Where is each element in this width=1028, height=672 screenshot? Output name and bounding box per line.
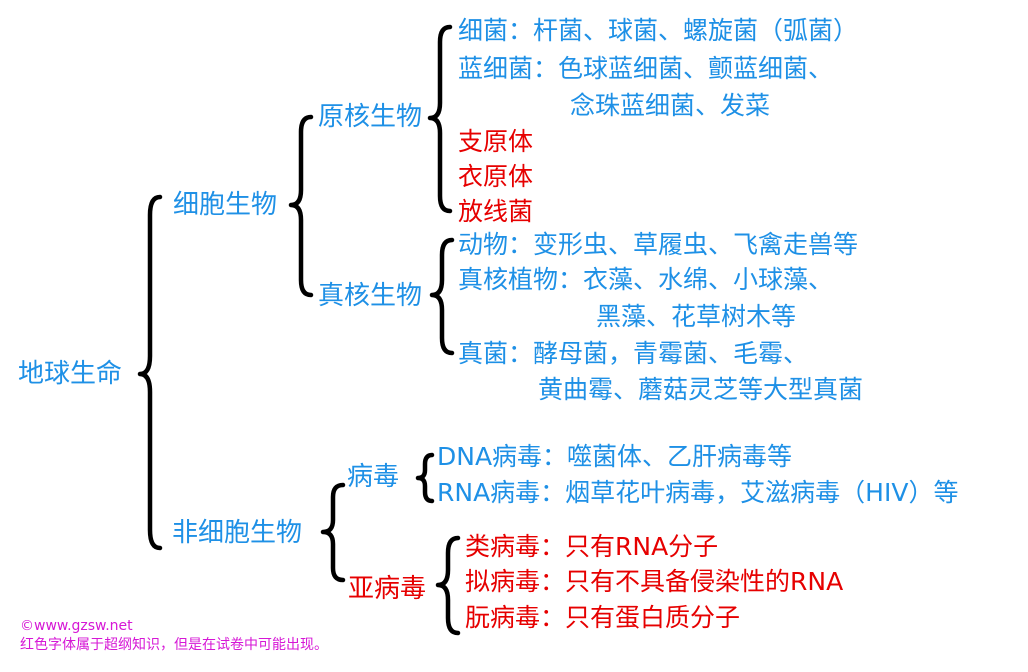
eukaryote-line: 黑藻、花草树木等 xyxy=(596,302,797,331)
virus-label: 病毒 xyxy=(347,462,400,492)
subvirus-line: 类病毒：只有RNA分子 xyxy=(465,532,719,561)
prokaryote-line: 蓝细菌：色球蓝细菌、颤蓝细菌、 xyxy=(458,54,834,83)
root-bracket xyxy=(137,194,163,551)
root-label: 地球生命 xyxy=(18,359,123,389)
subvirus-bracket xyxy=(435,535,461,636)
prokaryote-label: 原核生物 xyxy=(318,102,423,132)
prokaryote-line: 细菌：杆菌、球菌、螺旋菌（弧菌） xyxy=(458,16,859,45)
prokaryote-line: 念珠蓝细菌、发菜 xyxy=(570,91,771,120)
eukaryote-label: 真核生物 xyxy=(318,281,423,311)
prokaryote-bracket xyxy=(427,24,453,214)
subvirus-line: 朊病毒：只有蛋白质分子 xyxy=(465,603,741,632)
cellular-bracket xyxy=(288,114,314,298)
eukaryote-line: 黄曲霉、蘑菇灵芝等大型真菌 xyxy=(538,375,864,404)
eukaryote-line: 动物：变形虫、草履虫、飞禽走兽等 xyxy=(458,230,859,259)
noncellular-label: 非细胞生物 xyxy=(172,518,303,548)
eukaryote-bracket xyxy=(429,237,455,356)
virus-line: RNA病毒：烟草花叶病毒，艾滋病毒（HIV）等 xyxy=(437,478,959,507)
subvirus-line: 拟病毒：只有不具备侵染性的RNA xyxy=(465,567,844,596)
virus-line: DNA病毒：噬菌体、乙肝病毒等 xyxy=(437,442,793,471)
virus-bracket xyxy=(415,452,435,504)
cellular-label: 细胞生物 xyxy=(173,190,278,220)
footer-site: ©www.gzsw.net xyxy=(20,618,133,634)
eukaryote-line: 真菌：酵母菌，青霉菌、毛霉、 xyxy=(458,339,809,368)
prokaryote-red-item: 放线菌 xyxy=(458,197,534,226)
noncellular-bracket xyxy=(320,482,346,583)
prokaryote-red-item: 支原体 xyxy=(458,127,534,156)
footer-note: 红色字体属于超纲知识，但是在试卷中可能出现。 xyxy=(20,637,328,653)
prokaryote-red-item: 衣原体 xyxy=(458,162,534,191)
subvirus-label: 亚病毒 xyxy=(348,574,427,604)
eukaryote-line: 真核植物：衣藻、水绵、小球藻、 xyxy=(458,265,834,294)
